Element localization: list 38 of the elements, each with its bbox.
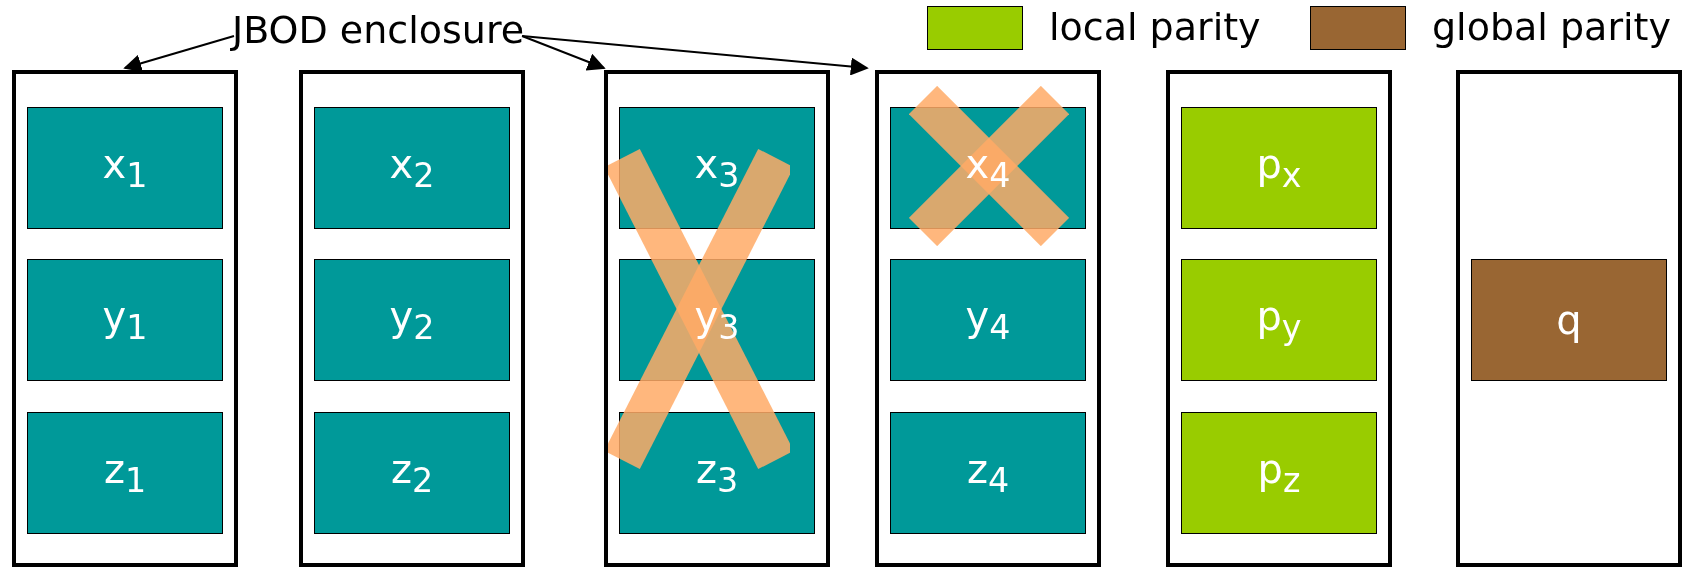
block-label: x$_{4}$ [965, 143, 1011, 193]
block-label: z$_{1}$ [103, 448, 147, 498]
data-block [890, 412, 1086, 534]
data-block [27, 107, 223, 229]
data-block [314, 412, 510, 534]
block-label: z$_{3}$ [695, 448, 739, 498]
enclosure-box [1166, 70, 1392, 567]
data-block [1181, 412, 1377, 534]
block-label: z$_{2}$ [390, 448, 434, 498]
enclosure-box [299, 70, 525, 567]
data-block [27, 412, 223, 534]
block-label: z$_{4}$ [966, 448, 1010, 498]
enclosure-box [12, 70, 238, 567]
data-block [1181, 107, 1377, 229]
block-label: x$_{2}$ [389, 143, 435, 193]
data-block [890, 259, 1086, 381]
data-block [1471, 259, 1667, 381]
block-label: x$_{3}$ [694, 143, 740, 193]
data-block [27, 259, 223, 381]
block-label: x$_{1}$ [102, 143, 148, 193]
legend-label: global parity [1432, 5, 1671, 49]
enclosure-box [875, 70, 1101, 567]
block-label: y$_{1}$ [102, 295, 148, 345]
block-label: p$_{z}$ [1257, 448, 1301, 498]
legend-label: local parity [1049, 5, 1261, 49]
enclosure-box [604, 70, 830, 567]
leader-line [123, 35, 235, 73]
block-label: p$_{y}$ [1256, 295, 1302, 345]
block-label: p$_{x}$ [1256, 143, 1302, 193]
block-label: y$_{4}$ [965, 295, 1011, 345]
data-block [314, 259, 510, 381]
leader-line [521, 35, 606, 71]
data-block [1181, 259, 1377, 381]
block-label: y$_{2}$ [389, 295, 435, 345]
enclosure-label: JBOD enclosure [232, 8, 525, 52]
leader-line [521, 35, 869, 76]
data-block [314, 107, 510, 229]
enclosure-box [1456, 70, 1682, 567]
